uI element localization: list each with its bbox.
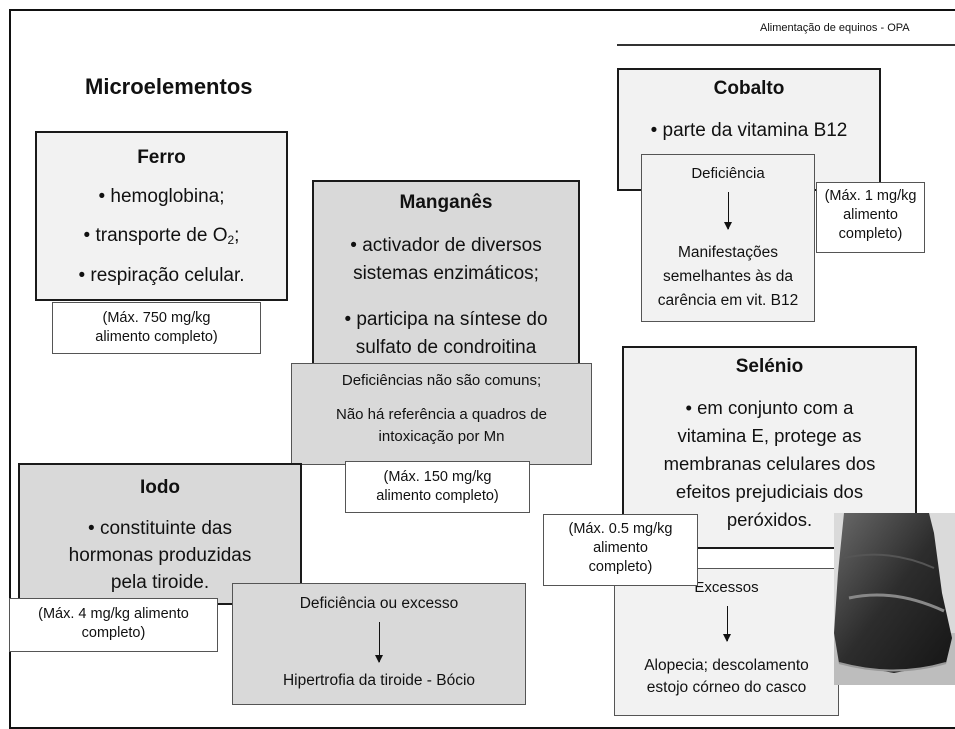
selenio-line-5: peróxidos. — [726, 509, 813, 530]
cobalto-item: • parte da vitamina B12 — [650, 120, 848, 141]
ferro-item-3: • respiração celular. — [78, 265, 245, 286]
iodo-items: • constituinte das hormonas produzidas p… — [20, 515, 300, 596]
cobalto-deficiency-label: Deficiência — [691, 165, 765, 182]
cobalto-consequence: Manifestações semelhantes às da carência… — [642, 241, 814, 313]
header-text: Alimentação de equinos - OPA — [760, 22, 910, 34]
selenio-line-4: efeitos prejudiciais dos — [675, 481, 864, 502]
iodo-item-1: • constituinte das — [88, 518, 232, 539]
manganes-max-box: (Máx. 150 mg/kg alimento completo) — [345, 461, 530, 513]
iodo-max-line1: (Máx. 4 mg/kg alimento — [38, 606, 189, 622]
iodo-title: Iodo — [139, 477, 181, 498]
iodo-box: Iodo • constituinte das hormonas produzi… — [18, 463, 302, 605]
cobalto-title: Cobalto — [713, 78, 785, 99]
manganes-title: Manganês — [399, 192, 493, 213]
manganes-max-line1: (Máx. 150 mg/kg — [383, 469, 492, 485]
selenio-max-line1: (Máx. 0.5 mg/kg — [568, 521, 673, 537]
hoof-image — [834, 513, 955, 685]
manganes-item-2: • participa na síntese do — [344, 309, 548, 330]
iodo-max-box: (Máx. 4 mg/kg alimento completo) — [9, 598, 218, 652]
selenio-line-2: vitamina E, protege as — [677, 425, 862, 446]
selenio-consequence-1: Alopecia; descolamento — [644, 657, 809, 674]
ferro-title: Ferro — [137, 147, 186, 168]
manganes-notes-box: Deficiências não são comuns; Não há refe… — [291, 363, 592, 465]
iodo-arrow — [375, 622, 383, 663]
ferro-max-line2: alimento completo) — [95, 329, 218, 345]
manganes-box: Manganês • activador de diversos sistema… — [312, 180, 580, 370]
selenio-line-1: • em conjunto com a — [685, 397, 854, 418]
selenio-excess-label: Excessos — [694, 579, 759, 596]
cobalto-max-line2: alimento — [843, 207, 898, 223]
cobalto-deficiency-box: Deficiência Manifestações semelhantes às… — [641, 154, 815, 322]
ferro-max-box: (Máx. 750 mg/kg alimento completo) — [52, 302, 261, 354]
manganes-item-2b: sulfato de condroitina — [355, 337, 537, 358]
manganes-max-line2: alimento completo) — [376, 488, 499, 504]
iodo-max-line2: completo) — [81, 625, 146, 641]
manganes-note-1: Deficiências não são comuns; — [341, 372, 542, 389]
manganes-note-2: Não há referência a quadros de — [336, 406, 547, 423]
manganes-note-3: intoxicação por Mn — [378, 428, 505, 445]
cobalto-max-line1: (Máx. 1 mg/kg — [824, 188, 917, 204]
selenio-line-3: membranas celulares dos — [663, 453, 876, 474]
manganes-item-1b: sistemas enzimáticos; — [353, 263, 539, 284]
ferro-max-line1: (Máx. 750 mg/kg — [102, 310, 211, 326]
cobalto-arrow — [724, 192, 732, 230]
cobalto-max-line3: completo) — [838, 226, 903, 242]
selenio-excess-box: Excessos Alopecia; descolamento estojo c… — [614, 568, 839, 716]
selenio-consequence: Alopecia; descolamento estojo córneo do … — [615, 655, 838, 699]
cobalto-consequence-2: semelhantes às da — [662, 268, 794, 285]
selenio-max-line3: completo) — [588, 559, 653, 575]
cobalto-consequence-3: carência em vit. B12 — [657, 292, 799, 309]
selenio-consequence-2: estojo córneo do casco — [646, 679, 807, 696]
iodo-item-2: hormonas produzidas — [68, 545, 252, 566]
ferro-item-1: • hemoglobina; — [98, 186, 225, 207]
selenio-arrow — [722, 606, 731, 642]
ferro-item-2-text: • transporte de O — [83, 225, 228, 246]
iodo-consequence: Hipertrofia da tiroide - Bócio — [282, 672, 476, 689]
ferro-item-2: • transporte de O2; — [37, 222, 286, 249]
selenio-max-box: (Máx. 0.5 mg/kg alimento completo) — [543, 514, 698, 586]
cobalto-max-box: (Máx. 1 mg/kg alimento completo) — [816, 182, 925, 253]
header-rule — [617, 44, 955, 46]
ferro-item-2-sub: 2 — [227, 233, 235, 247]
selenio-item-1: • em conjunto com a vitamina E, protege … — [624, 394, 915, 534]
cobalto-consequence-1: Manifestações — [678, 244, 778, 261]
ferro-box: Ferro • hemoglobina; • transporte de O2;… — [35, 131, 288, 301]
hoof-photo — [834, 513, 955, 685]
slide-title: Microelementos — [85, 74, 253, 99]
selenio-max-line2: alimento — [593, 540, 648, 556]
iodo-condition-label: Deficiência ou excesso — [299, 595, 459, 612]
iodo-condition-box: Deficiência ou excesso Hipertrofia da ti… — [232, 583, 526, 705]
ferro-item-2-end: ; — [234, 225, 240, 246]
iodo-item-3: pela tiroide. — [110, 572, 210, 593]
selenio-title: Selénio — [735, 356, 804, 377]
manganes-item-1: • activador de diversos — [350, 235, 542, 256]
